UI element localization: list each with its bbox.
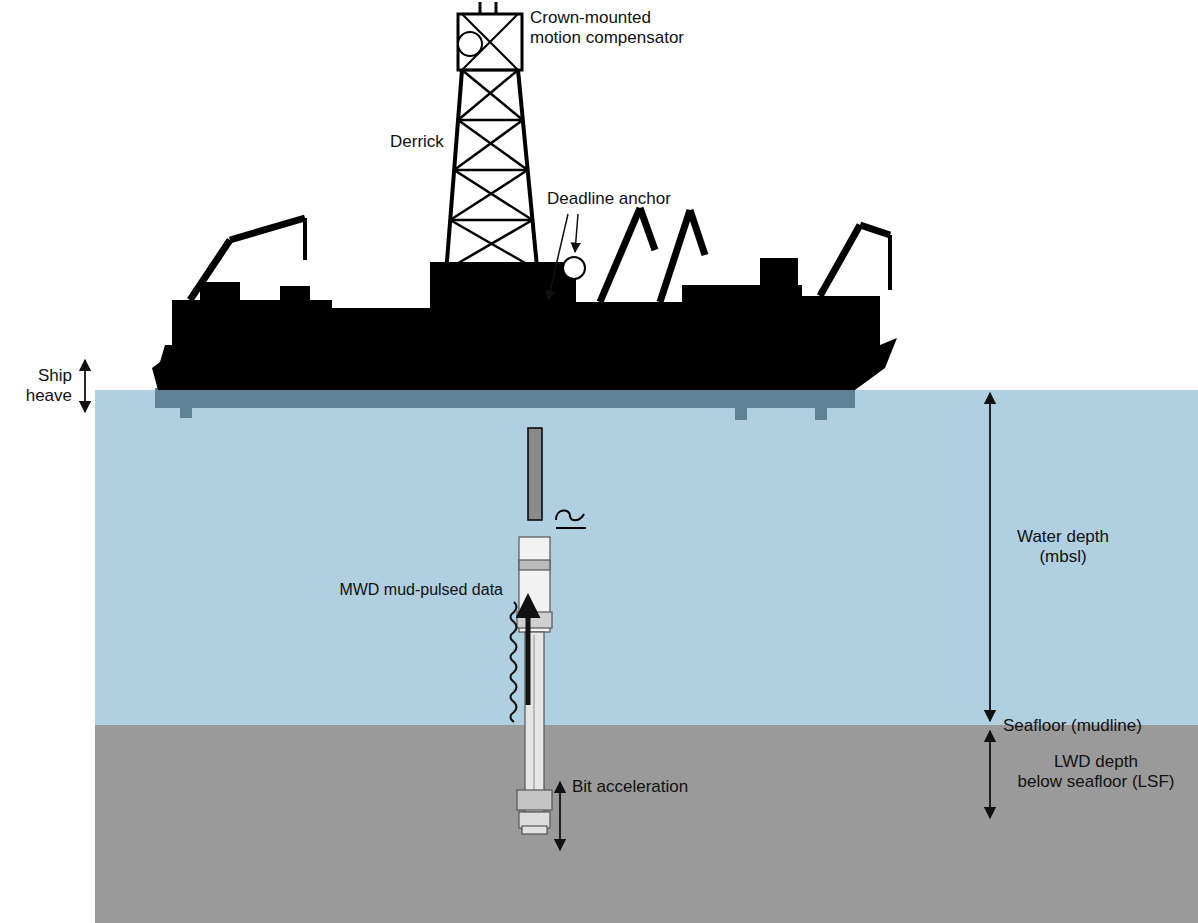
drill-pipe [528,428,542,520]
derrick-brace [458,120,528,170]
derrick-brace [442,319,542,322]
derrick-brace [462,70,523,120]
derrick-brace [446,270,542,320]
ship-silhouette [152,258,897,390]
derrick-brace [462,69,518,72]
motion-compensator [458,32,482,56]
deadline-anchor [563,257,585,279]
label-line: heave [14,386,72,406]
derrick-brace [458,70,518,120]
label-line: Crown-mounted [530,8,684,28]
component-label: Deadline anchor [547,189,671,209]
derrick-brace [440,320,542,350]
boundary-label: Seafloor (mudline) [1003,716,1142,736]
dimension-label: Water depth (mbsl) [1003,527,1123,567]
label-line: (mbsl) [1003,547,1123,567]
derrick-brace [450,219,532,222]
component-label: Crown-mounted motion compensator [530,8,684,48]
pulse-symbol [556,510,586,528]
motion-label: Bit acceleration [572,777,688,797]
derrick-brace [446,269,537,272]
water [95,390,1198,725]
derrick-brace [442,270,537,320]
motion-label: Ship heave [14,366,72,406]
derrick-brace [450,170,527,220]
label-line: motion compensator [530,28,684,48]
derrick-brace [450,220,537,270]
dimension-label: LWD depth below seafloor (LSF) [1001,752,1191,792]
component-label: Derrick [390,132,444,152]
thrusters [180,408,827,420]
label-line: Ship [14,366,72,386]
derrick-brace [446,220,532,270]
leader-lines [548,214,578,300]
data-arrow [526,598,531,705]
signal-label: MWD mud-pulsed data [300,580,503,600]
derrick-brace [454,169,528,172]
label-line: Water depth [1003,527,1123,547]
label-line: LWD depth [1001,752,1191,772]
bottom-hole-assembly [517,537,552,834]
derrick-brace [458,119,523,122]
mud-pulse-wave [511,602,517,722]
derrick-brace [454,170,532,220]
crane-lines [305,218,890,290]
derrick-tower [440,2,545,350]
submerged-hull [155,388,855,408]
derrick-brace [454,120,523,170]
seafloor [95,725,1198,923]
label-line: below seafloor (LSF) [1001,772,1191,792]
dimension-arrows [85,360,990,850]
